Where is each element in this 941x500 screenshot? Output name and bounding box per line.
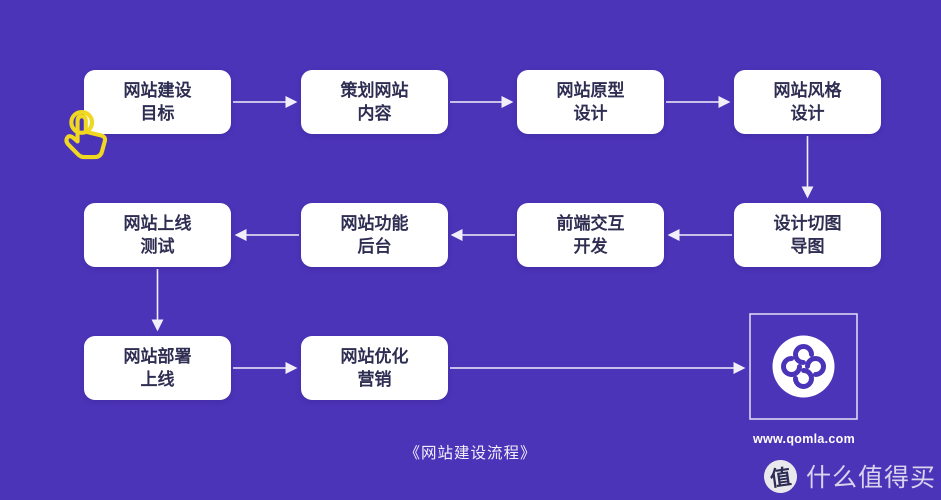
qomla-logo-icon [772,335,835,398]
flow-node-goal: 网站建设 目标 [84,70,231,134]
connector-arrows [151,96,814,374]
flow-node-deploy-online: 网站部署 上线 [84,336,231,400]
smzdm-badge-icon: 值 [761,457,800,495]
flow-node-launch-testing: 网站上线 测试 [84,203,231,267]
flow-node-plan-content: 策划网站 内容 [301,70,448,134]
flow-node-frontend-dev: 前端交互 开发 [517,203,664,267]
flow-node-optimize-marketing: 网站优化 营销 [301,336,448,400]
tap-hand-icon [64,110,108,160]
flow-node-function-backend: 网站功能 后台 [301,203,448,267]
smzdm-brand-text: 什么值得买 [805,464,936,492]
qomla-site-label: www.qomla.com [752,432,856,446]
qomla-logo-frame [749,313,858,420]
flow-node-style-design: 网站风格 设计 [734,70,881,134]
diagram-caption: 《网站建设流程》 [404,445,537,462]
flow-node-design-slicing: 设计切图 导图 [734,203,881,267]
flow-node-prototype-design: 网站原型 设计 [517,70,664,134]
smzdm-watermark: 值 什么值得买 [761,457,936,495]
